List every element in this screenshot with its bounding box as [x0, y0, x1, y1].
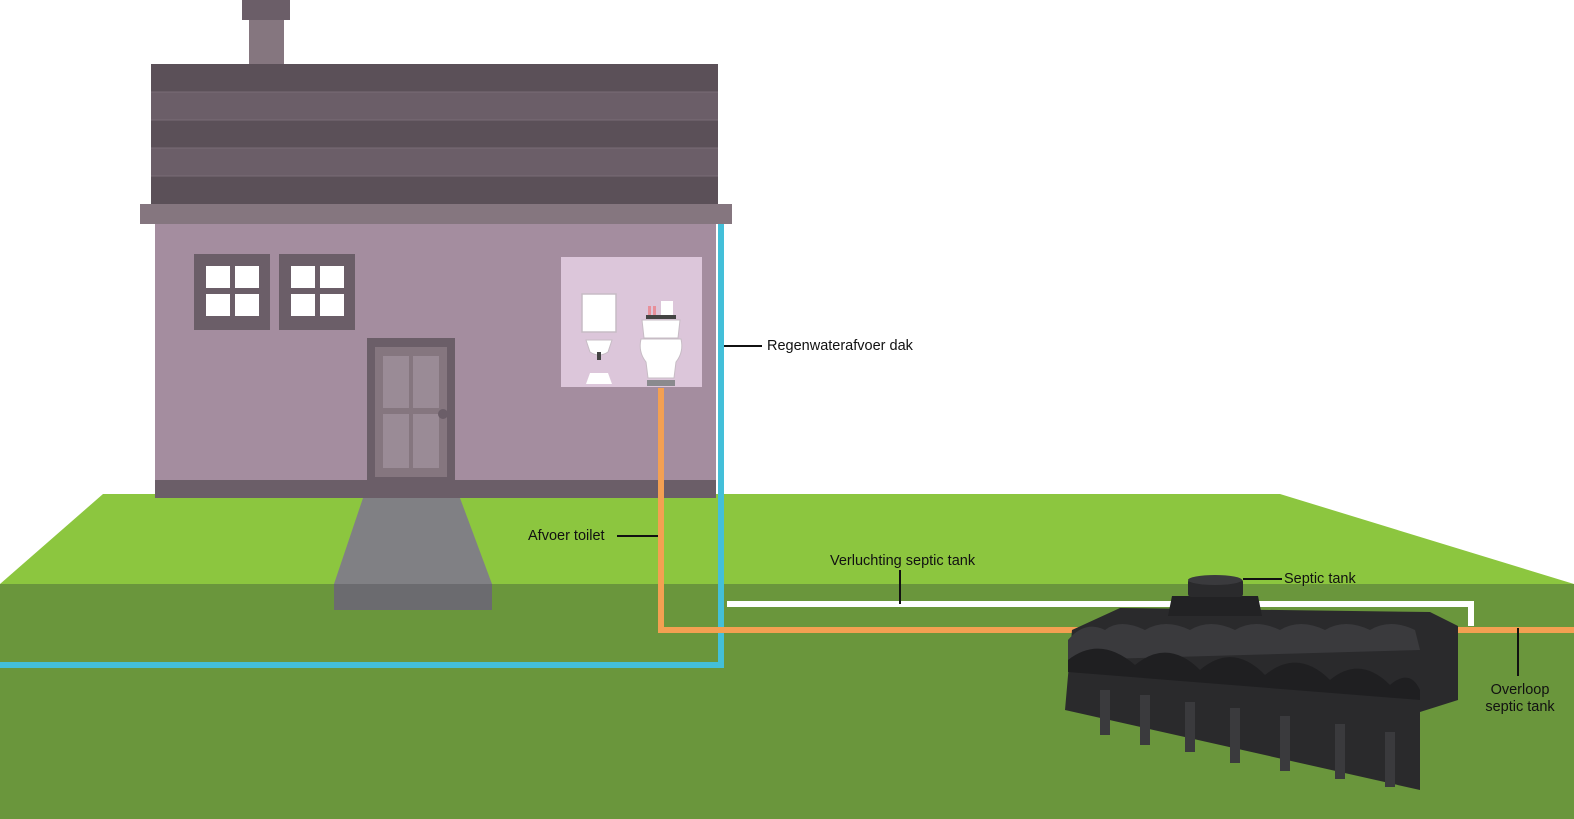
- sink-icon: [581, 293, 617, 384]
- house-foundation: [155, 480, 716, 498]
- roof-drain-label: Regenwaterafvoer dak: [767, 338, 913, 354]
- septic-tank-label: Septic tank: [1284, 571, 1356, 587]
- ventilation-label: Verluchting septic tank: [830, 553, 976, 569]
- walkway-step: [334, 584, 492, 610]
- window-left: [194, 254, 270, 330]
- front-door: [367, 338, 455, 484]
- overflow-label: Overloop septic tank: [1485, 682, 1555, 715]
- rainwater-drain-pipe: [0, 224, 724, 668]
- chimney: [249, 15, 284, 67]
- toilet-drain-label: Afvoer toilet: [528, 528, 605, 544]
- septic-tank: [1065, 575, 1458, 790]
- door-knob: [438, 409, 448, 419]
- roof: [151, 64, 718, 204]
- roof-eave: [140, 204, 732, 224]
- toilet-icon: [639, 301, 683, 386]
- walkway: [334, 498, 492, 584]
- ventilation-pipe: [727, 601, 1474, 626]
- chimney-cap: [242, 0, 290, 20]
- window-right: [279, 254, 355, 330]
